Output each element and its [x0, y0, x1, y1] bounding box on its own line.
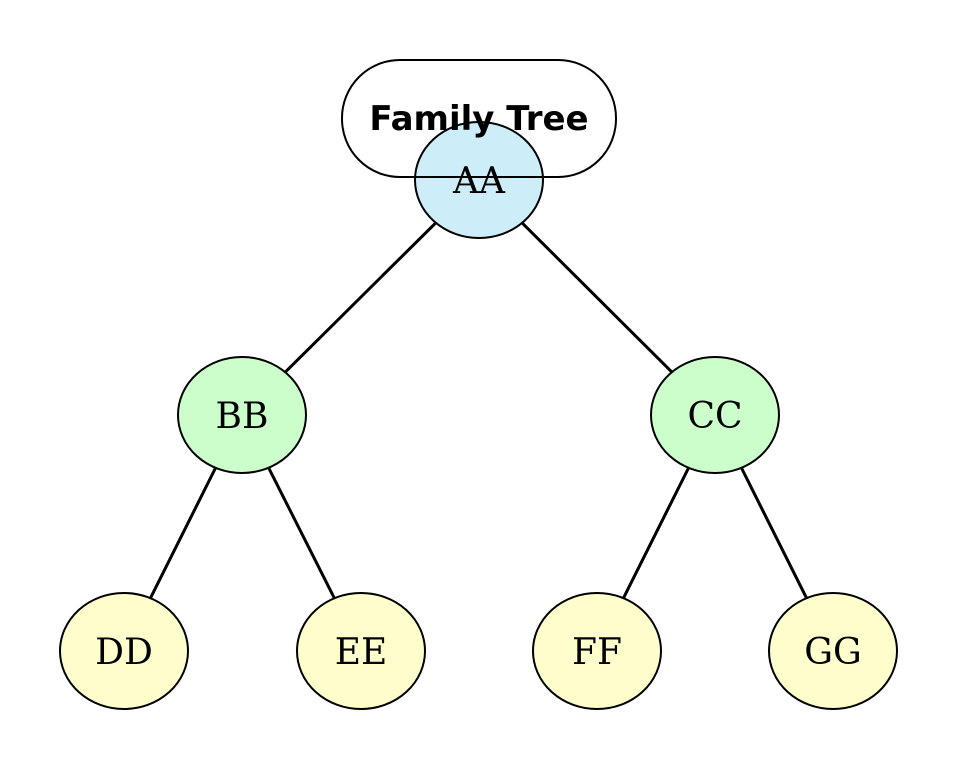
node-aa-label: AA: [452, 161, 506, 202]
node-bb-label: BB: [216, 396, 269, 437]
title-box: Family Tree: [341, 59, 617, 178]
node-gg: GG: [768, 592, 898, 710]
node-dd: DD: [59, 592, 189, 710]
node-gg-shape: [768, 592, 898, 710]
node-gg-label: GG: [804, 632, 862, 673]
node-dd-shape: [59, 592, 189, 710]
node-cc-label: CC: [687, 396, 742, 437]
node-aa: AA: [414, 121, 544, 239]
node-group: AA BB CC DD EE FF GG: [59, 121, 898, 710]
node-ee-shape: [296, 592, 426, 710]
node-bb: BB: [177, 356, 307, 474]
node-ee-label: EE: [335, 632, 388, 673]
node-ff: FF: [532, 592, 662, 710]
node-ff-label: FF: [572, 632, 622, 673]
node-ee: EE: [296, 592, 426, 710]
diagram-title: Family Tree: [369, 99, 588, 139]
node-dd-label: DD: [95, 632, 153, 673]
node-ff-shape: [532, 592, 662, 710]
node-cc-shape: [650, 356, 780, 474]
node-aa-shape: [414, 121, 544, 239]
node-cc: CC: [650, 356, 780, 474]
node-bb-shape: [177, 356, 307, 474]
title-border: [341, 59, 617, 178]
